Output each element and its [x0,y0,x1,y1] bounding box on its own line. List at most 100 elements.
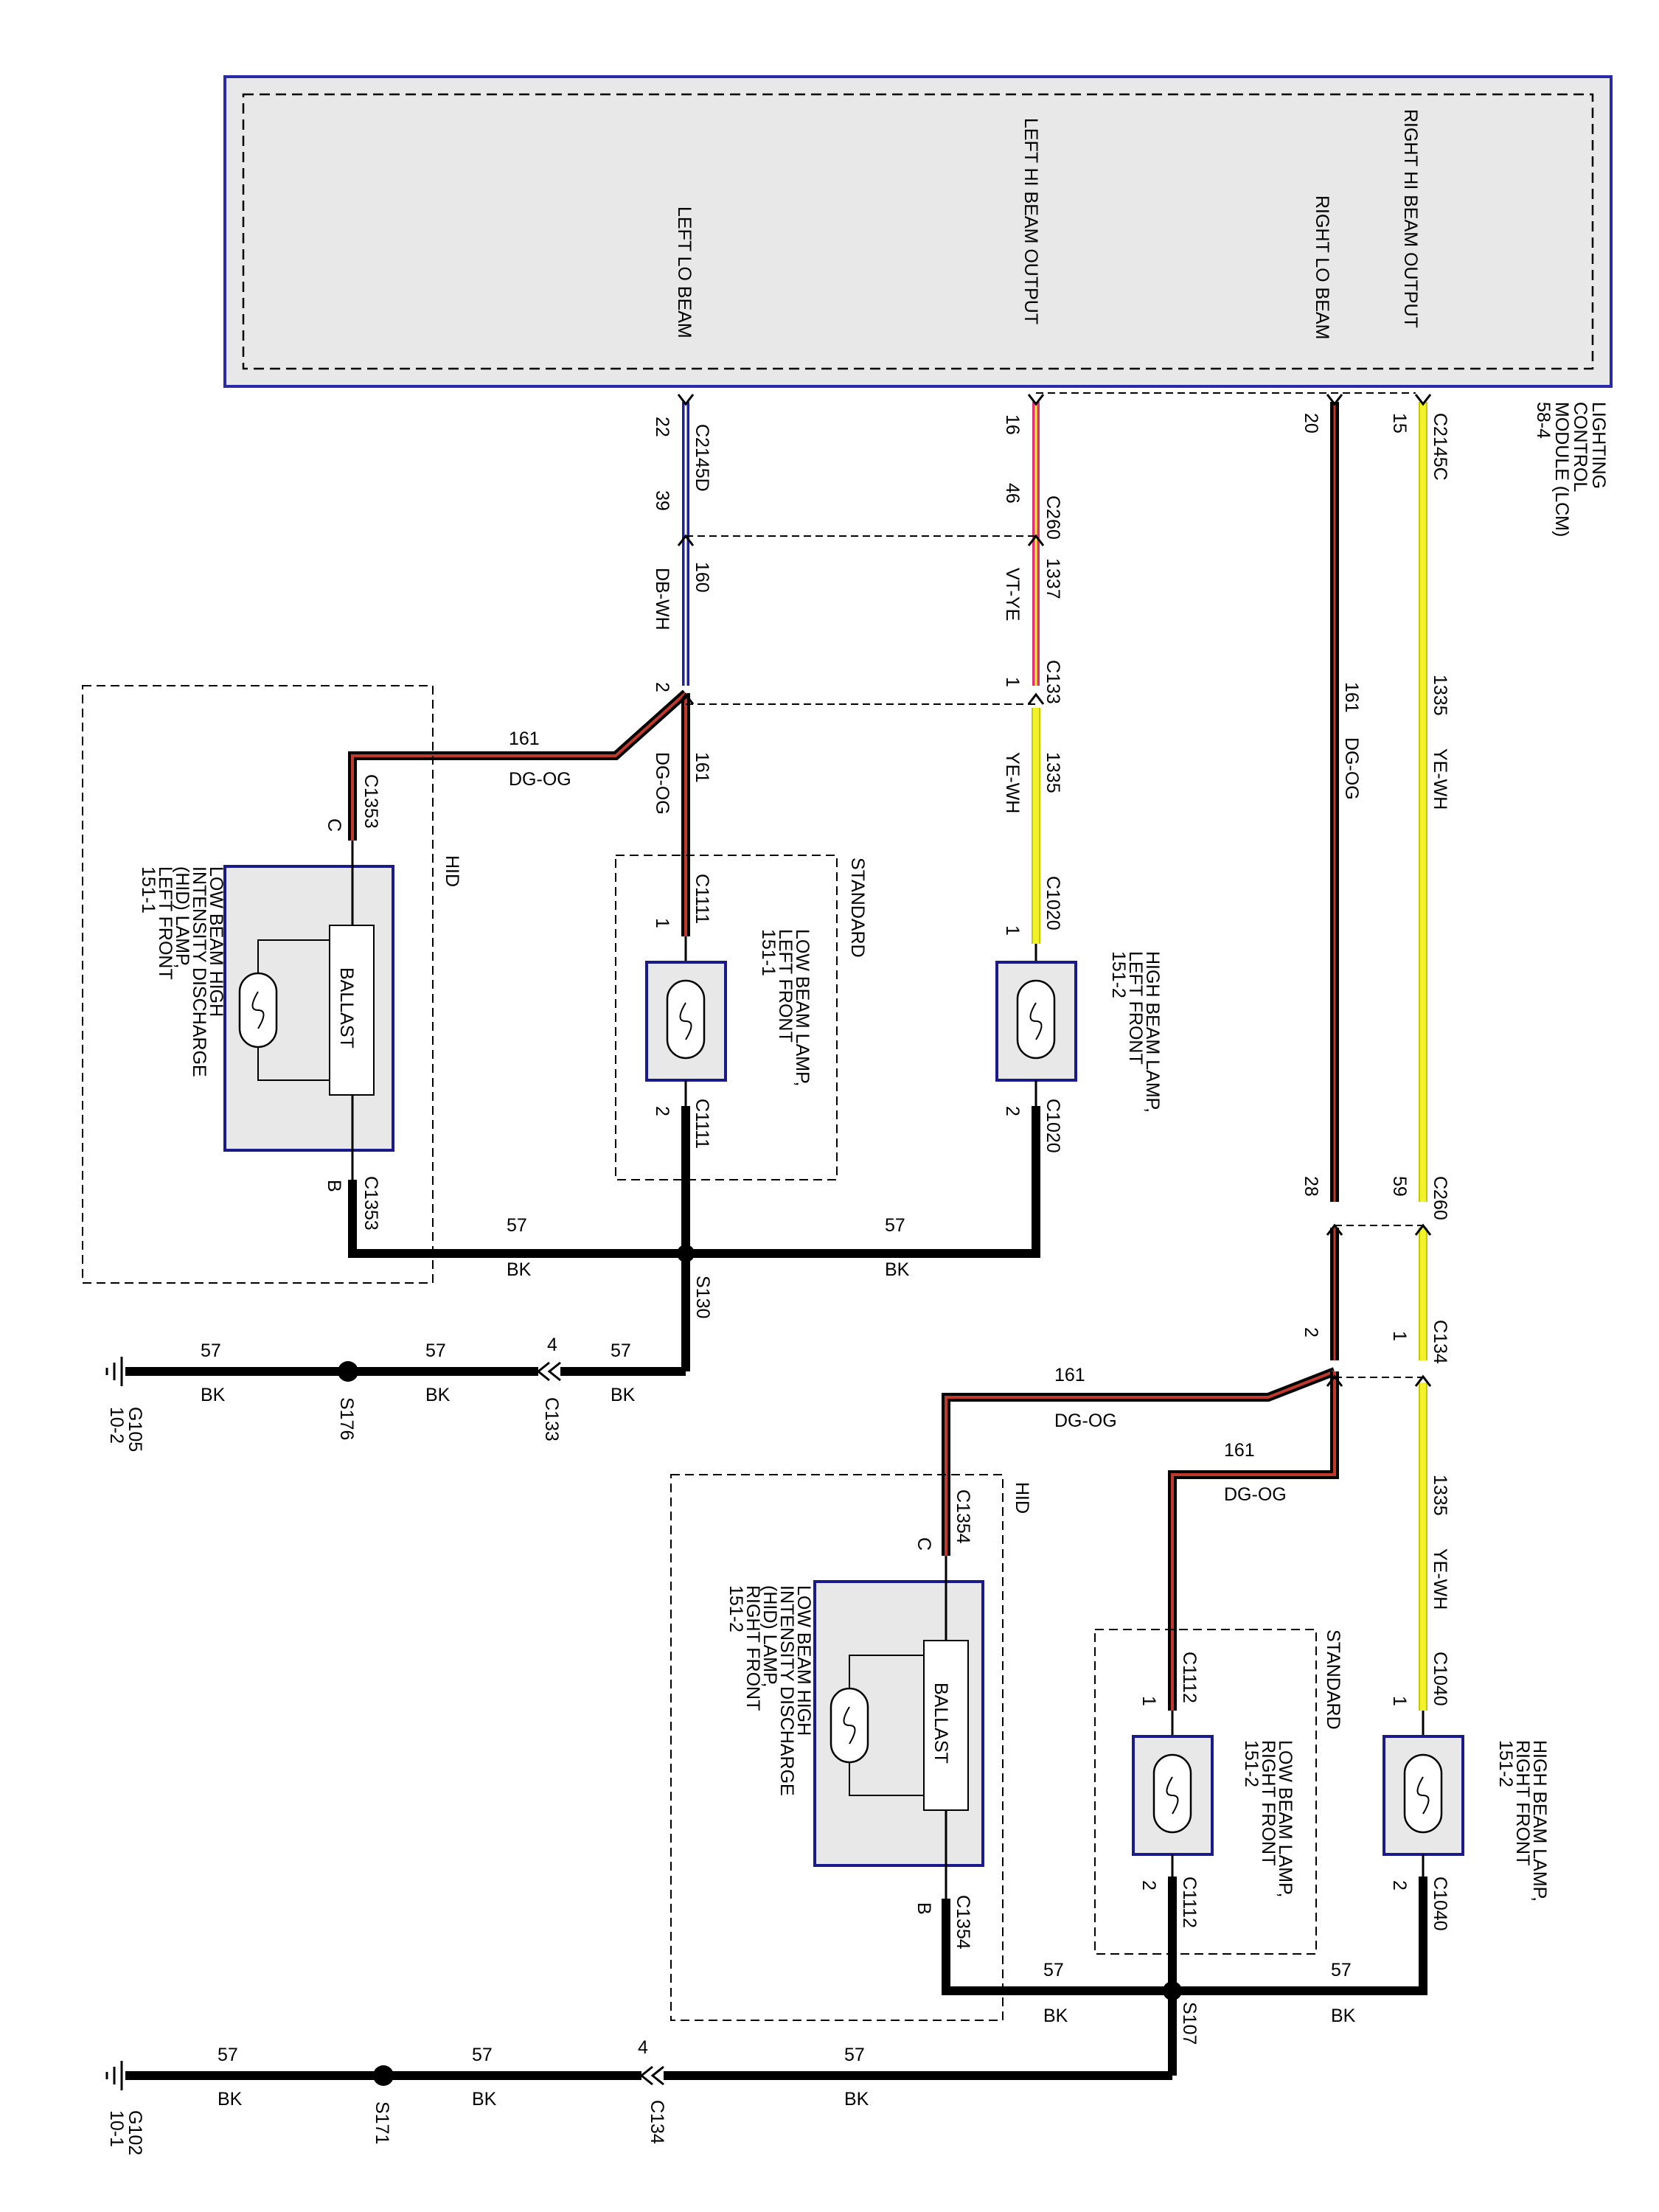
wire-vt-ye: VT-YE [1002,568,1023,621]
svg-text:LOW BEAM HIGH: LOW BEAM HIGH [793,1585,814,1736]
wire-dg-og-left-std: DG-OG [652,752,672,815]
left-standard-label: STANDARD [847,858,868,958]
wire-161-dg-og-left-hid [348,689,689,841]
splice-s107: S107 [1179,2002,1200,2045]
right-high-beam-description: HIGH BEAM LAMP, RIGHT FRONT 151-2 [1495,1740,1550,1902]
right-standard-label: STANDARD [1323,1630,1343,1730]
pin-2-left: 2 [652,682,672,692]
pin-46: 46 [1002,483,1023,504]
circuit-57-hi-left: 57 [885,1215,905,1236]
ballast-right-label: BALLAST [931,1683,951,1764]
pin-1-c1020: 1 [1002,925,1023,936]
connector-c1354-bottom: C1354 [953,1895,973,1950]
right-hid-option-box [670,1474,1004,2021]
left-hid-lamp: BALLAST [223,841,394,1180]
wire-bk-g102-b: BK [472,2089,497,2110]
circuit-161-left-hid: 161 [509,728,540,749]
left-low-beam-description: LOW BEAM LAMP, LEFT FRONT 151-1 [758,929,813,1087]
pin-16: 16 [1002,414,1023,435]
splice-s176: S176 [336,1397,357,1440]
circuit-1337: 1337 [1043,558,1063,599]
connector-c1354-top: C1354 [953,1489,973,1544]
pin-1-c1040: 1 [1389,1696,1410,1706]
ground-g102-label: G102 10-1 [106,2110,145,2155]
wire-bk-hi-right: BK [1331,2006,1356,2026]
wire-bk-hid-left: BK [507,1259,532,1280]
connector-c133-ground: C133 [541,1397,562,1441]
right-hid-label: HID [1012,1482,1032,1514]
connector-c1112-top: C1112 [1179,1652,1200,1703]
splice-s107-dot [1163,1981,1182,2000]
circuit-160: 160 [692,562,712,593]
pin-1-c1112: 1 [1138,1696,1159,1706]
svg-text:151-2: 151-2 [726,1585,746,1632]
svg-text:HIGH BEAM LAMP,: HIGH BEAM LAMP, [1529,1740,1550,1902]
wire-dg-og-left-hid: DG-OG [509,769,571,790]
left-hid-label: HID [442,855,462,887]
svg-text:10-2: 10-2 [106,1407,127,1444]
svg-text:RIGHT FRONT: RIGHT FRONT [742,1585,763,1711]
svg-text:10-1: 10-1 [106,2110,127,2147]
pin-22: 22 [652,417,672,437]
svg-text:151-2: 151-2 [1108,951,1129,998]
connector-c1020-bottom: C1020 [1043,1099,1063,1153]
right-hid-description: LOW BEAM HIGH INTENSITY DISCHARGE (HID) … [726,1585,814,1796]
circuit-161-left-std: 161 [692,752,712,783]
pin-20: 20 [1301,413,1321,434]
circuit-57-g105-b: 57 [425,1340,446,1361]
circuit-1335-left: 1335 [1043,752,1063,793]
pin-39: 39 [652,490,672,511]
svg-text:CONTROL: CONTROL [1570,402,1590,492]
ballast-left-label: BALLAST [336,967,357,1048]
module-name: LIGHTING CONTROL MODULE (LCM) 58-4 [1533,402,1609,537]
ground-g105-label: G105 10-2 [106,1407,145,1452]
wire-ye-wh-left: YE-WH [1002,752,1023,813]
right-module-arrows [1326,394,1432,1387]
left-low-beam-lamp [645,936,727,1106]
svg-text:LEFT FRONT: LEFT FRONT [1125,951,1146,1065]
circuit-57-hid-right: 57 [1043,1960,1064,1980]
svg-text:LOW BEAM LAMP,: LOW BEAM LAMP, [1275,1740,1295,1898]
pin-1-c1111: 1 [652,918,672,928]
svg-text:151-2: 151-2 [1495,1740,1516,1787]
connector-c1111-bottom: C1111 [692,1099,712,1149]
connector-c1111-top: C1111 [692,874,712,924]
svg-text:HIGH BEAM LAMP,: HIGH BEAM LAMP, [1142,951,1163,1113]
pin-c-left: C [324,818,344,832]
wire-161-dg-og-right-standard [1168,1371,1339,1711]
module-inner-dashed [242,93,1594,370]
connector-c134-right: C134 [1430,1320,1450,1364]
right-high-beam-lamp [1382,1711,1464,1877]
right-ground-wires [125,1877,1427,2080]
circuit-161-right-trunk: 161 [1341,682,1362,713]
right-standard-option-box [1094,1629,1317,1955]
circuit-161-right-std: 161 [1224,1440,1255,1461]
splice-s171: S171 [372,2101,392,2144]
svg-text:MODULE (LCM): MODULE (LCM) [1551,402,1572,537]
wire-db-wh: DB-WH [652,568,672,630]
circuit-1335-right-bottom: 1335 [1430,1475,1450,1516]
pin-2-c1112: 2 [1138,1880,1159,1891]
circuit-57-hid-left: 57 [507,1215,527,1236]
svg-text:LOW BEAM HIGH: LOW BEAM HIGH [206,866,226,1017]
pin-b-right: B [914,1902,934,1915]
circuit-57-g105-c: 57 [611,1340,631,1361]
module-outer-box [223,75,1613,388]
ground-g102-symbol [105,2061,123,2090]
splice-s171-dot [373,2065,394,2086]
pin-15: 15 [1389,413,1410,434]
svg-text:INTENSITY DISCHARGE: INTENSITY DISCHARGE [776,1585,797,1796]
wire-bk-g105-c: BK [611,1385,636,1405]
label-right-lo-beam: RIGHT LO BEAM [1312,195,1332,339]
connector-c1112-bottom: C1112 [1179,1877,1200,1928]
circuit-57-g105-a: 57 [201,1340,221,1361]
svg-text:G105: G105 [125,1407,145,1452]
wire-bk-hi-left: BK [885,1259,910,1280]
c134-ground-connector [639,2065,664,2086]
svg-text:58-4: 58-4 [1533,402,1554,439]
connector-c1040-top: C1040 [1430,1652,1450,1706]
connector-c260-right: C260 [1430,1176,1450,1220]
svg-text:RIGHT FRONT: RIGHT FRONT [1512,1740,1533,1865]
right-hid-lamp: BALLAST [813,1556,984,1899]
